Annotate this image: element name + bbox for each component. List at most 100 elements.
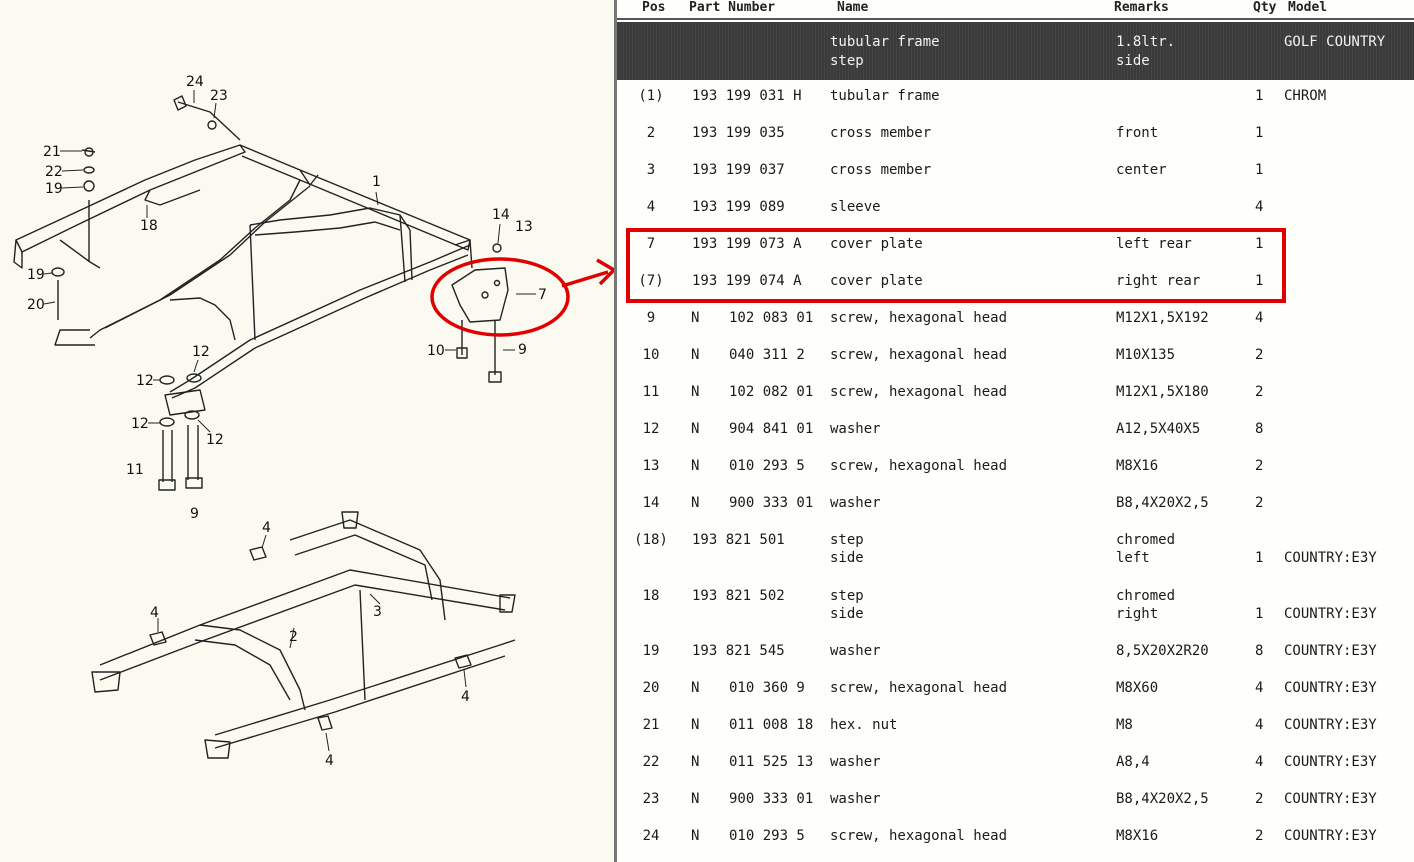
row-n-flag: N <box>691 791 700 807</box>
row-pos: 4 <box>646 199 656 215</box>
row-remarks: M12X1,5X192 <box>1116 310 1209 326</box>
row-qty: 2 <box>1255 347 1264 363</box>
row-model: COUNTRY:E3Y <box>1284 643 1377 659</box>
row-part-number: 900 333 01 <box>729 495 814 511</box>
row-pos: (1) <box>638 88 664 104</box>
row-name: washer <box>830 643 881 659</box>
highlight-box <box>626 228 1286 303</box>
row-pos: 13 <box>642 458 660 474</box>
svg-text:20: 20 <box>27 297 45 313</box>
svg-text:24: 24 <box>186 74 204 90</box>
row-qty: 1 <box>1255 88 1264 104</box>
row-part-number: 010 360 9 <box>729 680 805 696</box>
row-name: sleeve <box>830 199 881 215</box>
row-n-flag: N <box>691 680 700 696</box>
row-qty: 1 <box>1255 162 1264 178</box>
row-pos: 2 <box>646 125 656 141</box>
row-qty: 1 <box>1255 125 1264 141</box>
row-qty: 2 <box>1255 495 1264 511</box>
group-name-line1: tubular frame <box>830 34 940 50</box>
row-n-flag: N <box>691 495 700 511</box>
row-part-number: 040 311 2 <box>729 347 805 363</box>
row-qty: 2 <box>1255 458 1264 474</box>
row-pos: 18 <box>642 588 660 604</box>
svg-text:13: 13 <box>515 219 533 235</box>
upper-frame-assembly <box>13 95 509 491</box>
svg-text:22: 22 <box>45 164 63 180</box>
row-qty: 4 <box>1255 717 1264 733</box>
row-name: cover plate <box>830 236 923 252</box>
row-name: screw, hexagonal head <box>830 828 1008 844</box>
row-part-number: 193 199 035 <box>692 125 785 141</box>
row-remarks: front <box>1116 125 1159 141</box>
row-model: COUNTRY:E3Y <box>1284 717 1377 733</box>
svg-text:10: 10 <box>427 343 445 359</box>
highlight-arrow <box>561 270 609 288</box>
row-part-number: 010 293 5 <box>729 828 805 844</box>
highlight-ellipse <box>430 257 570 337</box>
row-name: screw, hexagonal head <box>830 347 1008 363</box>
row-model: COUNTRY:E3Y <box>1284 550 1377 566</box>
row-remarks: A12,5X40X5 <box>1116 421 1201 437</box>
row-part-number: 904 841 01 <box>729 421 814 437</box>
row-pos: 21 <box>642 717 660 733</box>
row-remarks: left rear <box>1116 236 1192 252</box>
header-remarks: Remarks <box>1114 0 1169 15</box>
row-part-number: 193 199 074 A <box>692 273 802 289</box>
row-pos: (7) <box>638 273 664 289</box>
svg-text:12: 12 <box>131 416 149 432</box>
row-remarks: chromed <box>1116 532 1176 548</box>
exploded-diagram: 24 23 21 22 19 18 1 14 13 7 19 20 10 9 1… <box>0 0 616 862</box>
row-remarks-line2: left <box>1116 550 1150 566</box>
row-name: washer <box>830 754 881 770</box>
row-pos: 7 <box>646 236 656 252</box>
row-name: washer <box>830 495 881 511</box>
row-qty: 8 <box>1255 421 1264 437</box>
svg-text:9: 9 <box>190 506 199 522</box>
svg-text:1: 1 <box>372 174 381 190</box>
row-model: COUNTRY:E3Y <box>1284 680 1377 696</box>
row-remarks: M8X16 <box>1116 828 1159 844</box>
svg-text:12: 12 <box>136 373 154 389</box>
svg-text:11: 11 <box>126 462 144 478</box>
row-name-line2: side <box>830 550 864 566</box>
row-remarks: M12X1,5X180 <box>1116 384 1209 400</box>
svg-text:2: 2 <box>289 629 298 645</box>
group-model: GOLF COUNTRY <box>1284 34 1386 50</box>
parts-list-panel: Pos Part Number Name Remarks Qty Model t… <box>617 0 1414 862</box>
row-n-flag: N <box>691 828 700 844</box>
row-pos: 3 <box>646 162 656 178</box>
row-n-flag: N <box>691 458 700 474</box>
group-name-line2: step <box>830 53 864 69</box>
row-remarks: B8,4X20X2,5 <box>1116 791 1209 807</box>
frame-drawing: 24 23 21 22 19 18 1 14 13 7 19 20 10 9 1… <box>13 74 616 769</box>
row-remarks: right rear <box>1116 273 1201 289</box>
callout-labels: 24 23 21 22 19 18 1 14 13 7 19 20 10 9 1… <box>27 74 547 769</box>
header-model: Model <box>1288 0 1328 15</box>
row-part-number: 011 525 13 <box>729 754 814 770</box>
row-n-flag: N <box>691 310 700 326</box>
row-pos: 19 <box>642 643 660 659</box>
row-remarks-line2: right <box>1116 606 1159 622</box>
row-qty: 1 <box>1255 236 1264 252</box>
svg-text:4: 4 <box>262 520 271 536</box>
row-part-number: 193 821 501 <box>692 532 785 548</box>
group-title-band: tubular frame step 1.8ltr. side GOLF COU… <box>617 22 1414 80</box>
row-name: cross member <box>830 162 932 178</box>
row-name: screw, hexagonal head <box>830 310 1008 326</box>
svg-text:4: 4 <box>461 689 470 705</box>
row-n-flag: N <box>691 717 700 733</box>
header-pos: Pos <box>642 0 666 15</box>
row-part-number: 193 199 073 A <box>692 236 802 252</box>
row-name: cover plate <box>830 273 923 289</box>
header-qty: Qty <box>1253 0 1277 15</box>
row-remarks: M8X60 <box>1116 680 1159 696</box>
lower-frame-assembly <box>91 511 516 759</box>
row-part-number: 102 083 01 <box>729 310 814 326</box>
row-model: COUNTRY:E3Y <box>1284 828 1377 844</box>
row-name: tubular frame <box>830 88 940 104</box>
row-model: COUNTRY:E3Y <box>1284 606 1377 622</box>
row-qty: 2 <box>1255 384 1264 400</box>
row-pos: 22 <box>642 754 660 770</box>
row-n-flag: N <box>691 384 700 400</box>
